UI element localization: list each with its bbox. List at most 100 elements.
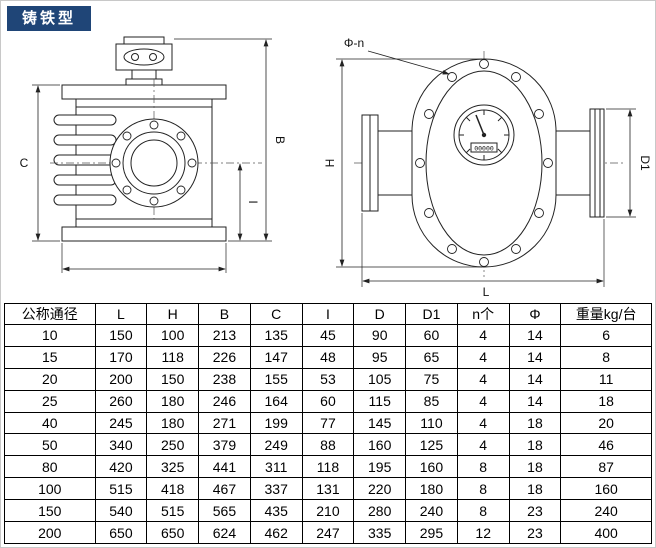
table-cell: 15 <box>4 345 96 369</box>
table-cell: 18 <box>560 389 652 413</box>
table-cell: 540 <box>94 499 148 523</box>
table-cell: 213 <box>198 324 251 347</box>
table-cell: 4 <box>456 324 510 347</box>
table-cell: 11 <box>560 367 652 391</box>
table-cell: 515 <box>146 499 200 523</box>
table-cell: 14 <box>508 324 562 347</box>
gauge-dial: 00000 <box>453 104 515 166</box>
table-cell: 8 <box>456 499 510 523</box>
table-cell: 271 <box>198 411 251 435</box>
column-header: H <box>146 303 200 325</box>
table-cell: 20 <box>560 411 652 435</box>
table-cell: 50 <box>4 433 96 457</box>
table-cell: 115 <box>353 389 407 413</box>
table-cell: 18 <box>508 477 562 501</box>
table-cell: 18 <box>508 411 562 435</box>
table-cell: 418 <box>146 477 200 501</box>
column-header: 公称通径 <box>4 303 96 325</box>
table-cell: 60 <box>405 324 458 347</box>
dim-label-i: I <box>246 200 260 203</box>
table-cell: 10 <box>4 324 96 347</box>
table-cell: 160 <box>560 477 652 501</box>
table-cell: 180 <box>146 411 200 435</box>
table-cell: 14 <box>508 389 562 413</box>
column-header: I <box>301 303 355 325</box>
table-cell: 325 <box>146 455 200 479</box>
table-cell: 88 <box>301 433 355 457</box>
table-cell: 467 <box>198 477 251 501</box>
table-cell: 280 <box>353 499 407 523</box>
table-cell: 53 <box>301 367 355 391</box>
table-cell: 180 <box>405 477 458 501</box>
table-cell: 40 <box>4 411 96 435</box>
table-cell: 14 <box>508 367 562 391</box>
table-cell: 25 <box>4 389 96 413</box>
table-cell: 195 <box>353 455 407 479</box>
table-cell: 441 <box>198 455 251 479</box>
table-cell: 160 <box>405 455 458 479</box>
table-cell: 462 <box>249 521 303 544</box>
table-cell: 23 <box>508 499 562 523</box>
table-cell: 246 <box>198 389 251 413</box>
column-header: C <box>249 303 303 325</box>
table-cell: 20 <box>4 367 96 391</box>
table-cell: 150 <box>94 324 148 347</box>
table-cell: 12 <box>456 521 510 544</box>
table-cell: 565 <box>198 499 251 523</box>
table-cell: 131 <box>301 477 355 501</box>
table-cell: 18 <box>508 455 562 479</box>
table-cell: 46 <box>560 433 652 457</box>
column-header: Φ <box>508 303 562 325</box>
table-cell: 77 <box>301 411 355 435</box>
table-cell: 435 <box>249 499 303 523</box>
table-cell: 420 <box>94 455 148 479</box>
table-cell: 160 <box>353 433 407 457</box>
table-cell: 90 <box>353 324 407 347</box>
column-header: 重量kg/台 <box>560 303 652 325</box>
table-cell: 4 <box>456 345 510 369</box>
table-cell: 110 <box>405 411 458 435</box>
table-cell: 311 <box>249 455 303 479</box>
table-cell: 150 <box>4 499 96 523</box>
table-cell: 145 <box>353 411 407 435</box>
table-cell: 150 <box>146 367 200 391</box>
register-counter <box>115 36 173 86</box>
dim-label-b: B <box>273 136 287 144</box>
table-cell: 60 <box>301 389 355 413</box>
column-header: B <box>198 303 251 325</box>
table-cell: 210 <box>301 499 355 523</box>
table-cell: 247 <box>301 521 355 544</box>
table-cell: 8 <box>456 455 510 479</box>
table-cell: 340 <box>94 433 148 457</box>
table-cell: 400 <box>560 521 652 544</box>
table-cell: 335 <box>353 521 407 544</box>
flowmeter-body-front <box>50 79 262 242</box>
side-view-dimensions: Φ-n H D1 L <box>324 36 652 299</box>
table-cell: 118 <box>301 455 355 479</box>
table-cell: 260 <box>94 389 148 413</box>
table-cell: 8 <box>560 345 652 369</box>
table-cell: 6 <box>560 324 652 347</box>
table-cell: 8 <box>456 477 510 501</box>
table-cell: 85 <box>405 389 458 413</box>
table-cell: 4 <box>456 367 510 391</box>
table-cell: 245 <box>94 411 148 435</box>
table-cell: 65 <box>405 345 458 369</box>
table-cell: 650 <box>146 521 200 544</box>
table-cell: 4 <box>456 433 510 457</box>
table-cell: 100 <box>4 477 96 501</box>
table-cell: 147 <box>249 345 303 369</box>
table-cell: 48 <box>301 345 355 369</box>
table-cell: 105 <box>353 367 407 391</box>
counter-readout: 00000 <box>474 145 494 153</box>
table-cell: 240 <box>405 499 458 523</box>
table-cell: 45 <box>301 324 355 347</box>
column-header: L <box>94 303 148 325</box>
